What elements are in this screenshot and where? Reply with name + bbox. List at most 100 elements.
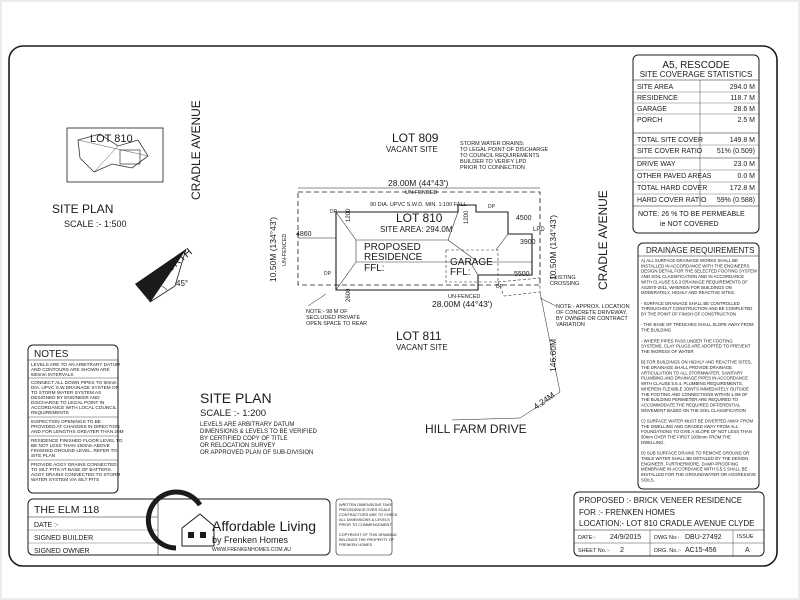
svg-text:RESIDENCE: RESIDENCE <box>637 95 678 102</box>
svg-text:294.0 M: 294.0 M <box>730 84 755 91</box>
svg-text:NOTE:- APPROX. LOCATION: NOTE:- APPROX. LOCATION <box>556 304 630 310</box>
svg-text:59% (0.588): 59% (0.588) <box>717 197 755 204</box>
title-block: THE ELM 118 DATE :- SIGNED BUILDER SIGNE… <box>27 489 765 557</box>
top-fence: UN-FENCED <box>405 190 437 196</box>
main-site-plan-title: SITE PLAN <box>200 390 272 406</box>
svg-text:PRIOR TO CONNECTION: PRIOR TO CONNECTION <box>460 165 525 171</box>
svg-text:149.8 M: 149.8 M <box>730 137 755 144</box>
svg-text:28.6 M: 28.6 M <box>734 106 756 113</box>
drainage-line: THE INGRESS OF WATER <box>641 349 694 354</box>
svg-text:BUILDER TO VERIFY LPD: BUILDER TO VERIFY LPD <box>460 159 526 165</box>
svg-text:DATE:-: DATE:- <box>578 535 596 541</box>
svg-text:DWG No:-: DWG No:- <box>654 535 680 541</box>
coverage-subheading: SITE COVERAGE STATISTICS <box>640 70 753 79</box>
setback-top: 1200 <box>346 208 352 222</box>
pipe-note: 90 DIA. UPVC S.W.D. MIN. 1:100 FALL <box>370 202 467 208</box>
svg-text:AND FOR LENGTHS GREATER THAN 2: AND FOR LENGTHS GREATER THAN 20M <box>31 429 124 434</box>
svg-text:DBU-27492: DBU-27492 <box>685 534 722 541</box>
svg-text:BELONGS THE PROPERTY OF: BELONGS THE PROPERTY OF <box>339 538 395 542</box>
disclaimer-text: WRITTEN DIMENSIONS TAKE PRECEDENCE OVER … <box>339 503 398 547</box>
svg-text:WATER SYSTEM VIA SILT PITS: WATER SYSTEM VIA SILT PITS <box>31 477 99 482</box>
svg-text:FINISHED GROUND LEVEL. REFER T: FINISHED GROUND LEVEL. REFER TO <box>31 448 117 453</box>
svg-text:AGGY DRAINS CONNECTED TO STORM: AGGY DRAINS CONNECTED TO STORM <box>31 472 120 477</box>
svg-text:STORM WATER DRAINS:: STORM WATER DRAINS: <box>460 141 525 147</box>
svg-text:PORCH: PORCH <box>637 117 662 124</box>
svg-text:LEVELS ARE TO AN ARBITRARY DAT: LEVELS ARE TO AN ARBITRARY DATUM <box>31 362 120 367</box>
drainage-line: MEMBRANE IN ACCORDANCE WITH 5.5.5 SHALL … <box>641 467 747 472</box>
svg-text:VARIATION: VARIATION <box>556 322 585 328</box>
svg-text:118.7 M: 118.7 M <box>730 95 755 102</box>
drainage-line: WITH CLAUSE 5.6.4. PLUMBING REQUIREMENTS… <box>641 381 743 386</box>
small-plan-lot-box <box>66 127 164 183</box>
affordable-living-logo: Affordable Living by Frenken Homes WWW.F… <box>145 489 316 553</box>
frontage-dim: 146.60M <box>548 339 558 372</box>
svg-text:INSPECTION OPENINGS TO BE: INSPECTION OPENINGS TO BE <box>31 419 101 424</box>
main-site-plan-notes: LEVELS ARE ARBITRARY DATUM DIMENSIONS & … <box>200 422 317 456</box>
svg-text:DIA. UPVC S.W.DRAINAGE SYSTEM: DIA. UPVC S.W.DRAINAGE SYSTEM OR <box>31 385 120 390</box>
coverage-note-2: ie NOT COVERED <box>660 221 719 228</box>
lot-boundary <box>297 191 541 286</box>
proposed-line: PROPOSED :- BRICK VENEER RESIDENCE <box>579 496 742 505</box>
small-site-plan-title: SITE PLAN <box>52 202 113 216</box>
drainage-line: AND SOIL CLASSIFICATION AND IN ACCORDANC… <box>641 274 744 279</box>
svg-text:DISCHARGE TO LEGAL POINT IN: DISCHARGE TO LEGAL POINT IN <box>31 400 104 405</box>
drainage-border <box>637 242 760 490</box>
svg-text:23.0 M: 23.0 M <box>734 161 756 168</box>
notes-border <box>27 344 119 494</box>
drainage-box: DRAINAGE REQUIREMENTS A) ALL SURFACE DRA… <box>637 242 760 490</box>
residence-label-1: PROPOSED <box>364 242 421 253</box>
coverage-note-1: NOTE: 26 % TO BE PERMEABLE <box>638 211 745 218</box>
svg-text:DP: DP <box>496 284 504 290</box>
svg-text:0.0 M: 0.0 M <box>737 173 755 180</box>
svg-text:2: 2 <box>620 547 624 554</box>
drainage-line: AS2870-2011, WHEREIN FOR BUILDINGS ON <box>641 285 732 290</box>
svg-text:SECLUDED PRIVATE: SECLUDED PRIVATE <box>306 315 361 321</box>
svg-text:500mm INTERVALS: 500mm INTERVALS <box>31 372 74 377</box>
drainage-text: A) ALL SURFACE DRAINAGE WORKS SHALL BEIN… <box>641 258 757 482</box>
drainage-line: ENGINEER. FURTHERMORE, DAMP-PROOFING <box>641 461 739 466</box>
notes-box: NOTES LEVELS ARE TO AN ARBITRARY DATUM A… <box>27 344 124 494</box>
svg-text:TOTAL SITE COVER: TOTAL SITE COVER <box>637 137 703 144</box>
drainage-line: TABLE WATER SHALL BE DETAILED BY THE DES… <box>641 456 748 461</box>
existing-crossing-1: EXISTING <box>550 275 576 281</box>
drainage-line: THE DWELLING AND GRADED AWAY FROM ALL <box>641 424 739 429</box>
drainage-line: THE FOOTING AND CONNECTIONS WITHIN 1.0M … <box>641 392 748 397</box>
drainage-line: 50mm OVER THE FIRST 1000mm FROM THE <box>641 435 731 440</box>
svg-text:OR APPROVED PLAN OF SUB-DIVISI: OR APPROVED PLAN OF SUB-DIVISION <box>200 450 313 456</box>
downpipe-markers: DP DP DP DP <box>324 204 504 290</box>
drainage-line: THROUGHOUT CONSTRUCTION AND BE COMPLETED <box>641 306 752 311</box>
logo-url: WWW.FRENKENHOMES.COM.AU <box>212 547 291 553</box>
drainage-line: ACCOMMODATE THE REQUIRED DIFFERENTIAL <box>641 402 741 407</box>
lot-809-label: LOT 809 <box>392 131 439 145</box>
drainage-line: MODERATELY, HIGHLY AND REACTIVE SITES: <box>641 290 735 295</box>
storm-water-note: STORM WATER DRAINS: TO LEGAL POINT OF DI… <box>460 141 549 171</box>
svg-text:OPEN SPACE TO REAR: OPEN SPACE TO REAR <box>306 321 367 327</box>
drainage-title: DRAINAGE REQUIREMENTS <box>646 246 754 255</box>
svg-text:DP: DP <box>330 209 338 215</box>
drainage-line: THE DRAINAGE SHALL PROVIDE DRAINAGE <box>641 365 732 370</box>
garage-label: GARAGE <box>450 257 493 268</box>
svg-text:TO STORM WATER SYSTEM AS: TO STORM WATER SYSTEM AS <box>31 390 101 395</box>
main-site-plan-scale: SCALE :- 1:200 <box>200 408 266 419</box>
svg-text:TOTAL HARD COVER: TOTAL HARD COVER <box>637 185 707 192</box>
setback-top-2: 1200 <box>464 210 470 224</box>
north-angle: 45° <box>176 279 188 288</box>
svg-text:DIMENSIONS & LEVELS TO BE VERI: DIMENSIONS & LEVELS TO BE VERIFIED <box>200 429 317 435</box>
garage-ffl: FFL: <box>450 267 471 278</box>
svg-text:172.8 M: 172.8 M <box>730 185 755 192</box>
svg-text:PRIOR TO COMMENCEMENT: PRIOR TO COMMENCEMENT <box>339 523 392 527</box>
frontage-line <box>451 291 561 421</box>
svg-text:24/9/2015: 24/9/2015 <box>610 534 641 541</box>
residence-label-2: RESIDENCE <box>364 252 423 263</box>
secluded-note: NOTE:- 98 M OF SECLUDED PRIVATE OPEN SPA… <box>306 309 367 327</box>
svg-text:LEVELS ARE ARBITRARY DATUM: LEVELS ARE ARBITRARY DATUM <box>200 422 294 428</box>
svg-text:OTHER PAVED AREAS: OTHER PAVED AREAS <box>637 173 712 180</box>
existing-crossing-2: CROSSING <box>550 281 579 287</box>
main-site-plan: LOT 809 VACANT SITE LOT 810 SITE AREA: 2… <box>268 131 630 421</box>
drainage-line: FOUNDATIONS TO GIVE A SLOPE OF NOT LESS … <box>641 429 752 434</box>
svg-text:OR RELOCATION SURVEY: OR RELOCATION SURVEY <box>200 443 275 449</box>
drainage-line: MOVEMENT BASED ON THE SOIL CLASSIFICATIO… <box>641 408 746 413</box>
setback-left: 4860 <box>296 231 312 238</box>
svg-text:TO SILT PITS AT BASE OF BATTER: TO SILT PITS AT BASE OF BATTERS. <box>31 467 112 472</box>
